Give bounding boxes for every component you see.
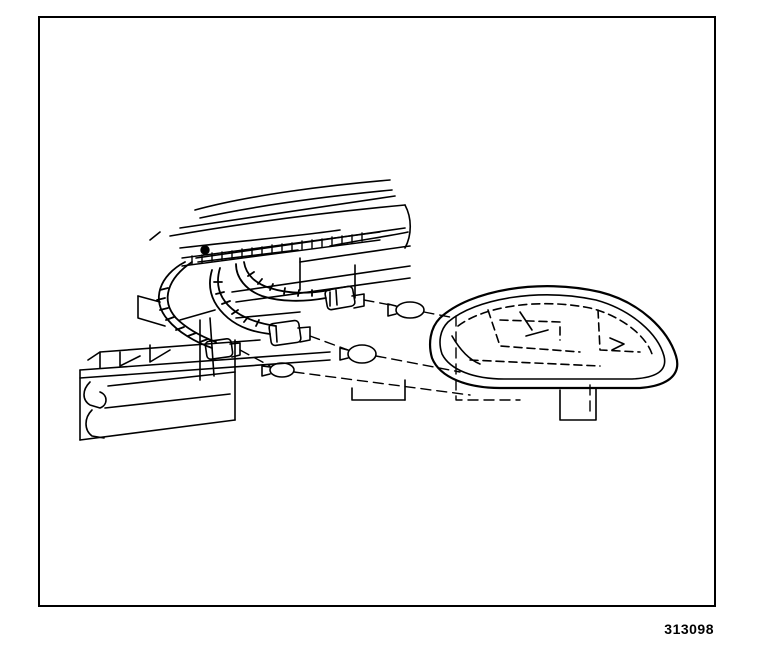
middle-bulb xyxy=(347,344,377,364)
tail-lamp-assembly xyxy=(429,285,679,421)
lower-socket xyxy=(204,337,241,361)
lower-rail-bracket xyxy=(79,295,331,441)
figure-number: 313098 xyxy=(664,621,714,637)
upper-bulb xyxy=(395,301,425,319)
upper-socket xyxy=(324,285,365,311)
figure-frame xyxy=(38,16,716,607)
bulbs xyxy=(261,301,425,378)
middle-socket xyxy=(268,319,311,347)
bulb-sockets xyxy=(204,285,365,361)
lower-bulb xyxy=(269,362,295,378)
alignment-lines xyxy=(239,299,591,416)
body-panel xyxy=(149,179,412,401)
harness-clip-strip xyxy=(181,231,381,267)
wiring-harness xyxy=(156,261,331,349)
